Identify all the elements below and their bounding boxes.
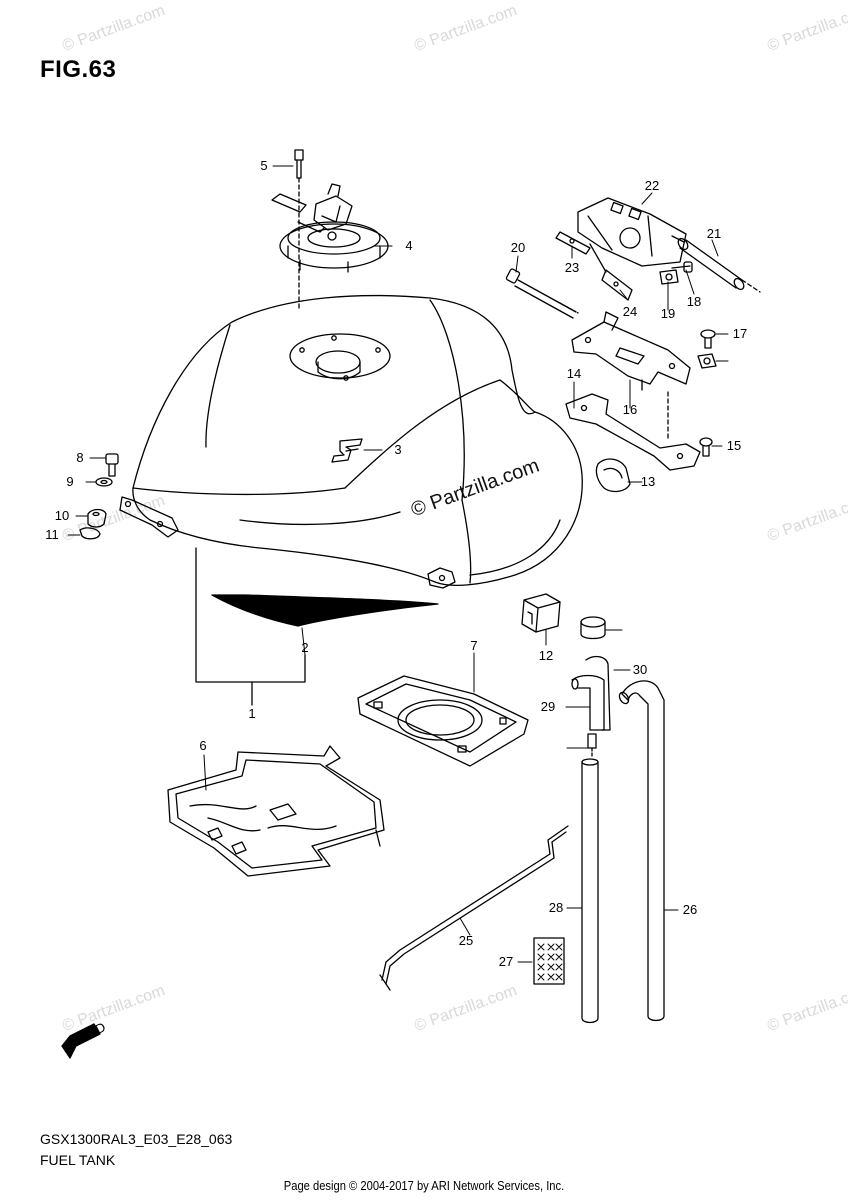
- model-name: FUEL TANK: [40, 1152, 116, 1168]
- callout-s-emblem: 3: [394, 442, 401, 457]
- prop-rod-shape: [379, 825, 569, 991]
- footer-copyright: Page design © 2004-2017 by ARI Network S…: [283, 1178, 565, 1193]
- bracket-bolt-shape: [699, 437, 713, 457]
- hinge-bracket-shape: [555, 197, 687, 301]
- cap-shape: [580, 616, 606, 640]
- fwd-label: FWD: [75, 1019, 108, 1045]
- nut-shape: [697, 353, 717, 369]
- callout-joint: 29: [541, 699, 555, 714]
- mount-hardware-shape: [79, 453, 119, 540]
- callout-hinge-plate: 23: [565, 260, 579, 275]
- hose-shape: [571, 655, 611, 731]
- callout-clamp-sheet: 26: [683, 902, 697, 917]
- cushion-block-shape: [521, 593, 561, 633]
- callout-labels: 1234567891011121314151617181920212223242…: [45, 158, 747, 969]
- callout-bolt: 17: [733, 326, 747, 341]
- callout-spacer: 11: [45, 527, 59, 542]
- callout-cap-bolt: 5: [260, 158, 267, 173]
- callout-fuel-cap: 4: [405, 238, 412, 253]
- callout-heat-insulator: 6: [199, 738, 206, 753]
- clamp-sheet-shape: [533, 937, 565, 985]
- fuel-cap-shape: [271, 183, 389, 273]
- model-code: GSX1300RAL3_E03_E28_063: [40, 1131, 233, 1147]
- callout-washer: 9: [66, 474, 73, 489]
- callout-pivot-pin: 21: [707, 226, 721, 241]
- callout-prop-rod: 24: [623, 304, 637, 319]
- pivot-pin-shape: [677, 237, 761, 293]
- bumper-shape: [595, 458, 631, 493]
- cap-bolt-shape: [294, 149, 304, 311]
- leader-lines: [67, 165, 729, 963]
- callout-lower-bracket: 14: [567, 366, 581, 381]
- s-emblem-shape: [331, 438, 363, 463]
- callout-fuel-tank: 1: [248, 706, 255, 721]
- callout-long-bolt: 20: [511, 240, 525, 255]
- long-bolt-shape: [505, 268, 579, 319]
- callout-hinge-bracket: 22: [645, 178, 659, 193]
- callout-bumper: 13: [641, 474, 655, 489]
- callout-nut: 19: [661, 306, 675, 321]
- joint-shape: [587, 733, 597, 759]
- callout-cap: 30: [633, 662, 647, 677]
- callout-drain-hose: 25: [459, 933, 473, 948]
- callout-bracket: 16: [623, 402, 637, 417]
- callout-pump-gasket: 7: [470, 638, 477, 653]
- callout-cushion-block: 12: [539, 648, 553, 663]
- pump-gasket-shape: [357, 675, 529, 767]
- callout-hose: 28: [549, 900, 563, 915]
- bolt-nut-shape: [659, 261, 693, 285]
- fuel-tank-shape: [119, 294, 583, 589]
- fwd-arrow-shape: [61, 1023, 101, 1059]
- stripe-emblem-shape: [211, 594, 439, 627]
- callout-mount-bolt: 8: [76, 450, 83, 465]
- heat-insulator-shape: [167, 745, 385, 877]
- breather-hose-shape: [581, 758, 599, 1024]
- bolt-shape: [700, 329, 716, 349]
- callout-bracket-bolt: 15: [727, 438, 741, 453]
- callout-breather-hose: 27: [499, 954, 513, 969]
- figure-title: FIG.63: [40, 56, 117, 83]
- callout-cushion: 10: [55, 508, 69, 523]
- drain-hose-shape: [618, 680, 665, 1022]
- callout-tank-stripe-emblem: 2: [301, 640, 308, 655]
- lower-bracket-shape: [565, 379, 701, 471]
- bracket-shape: [571, 311, 691, 385]
- callout-bolt: 18: [687, 294, 701, 309]
